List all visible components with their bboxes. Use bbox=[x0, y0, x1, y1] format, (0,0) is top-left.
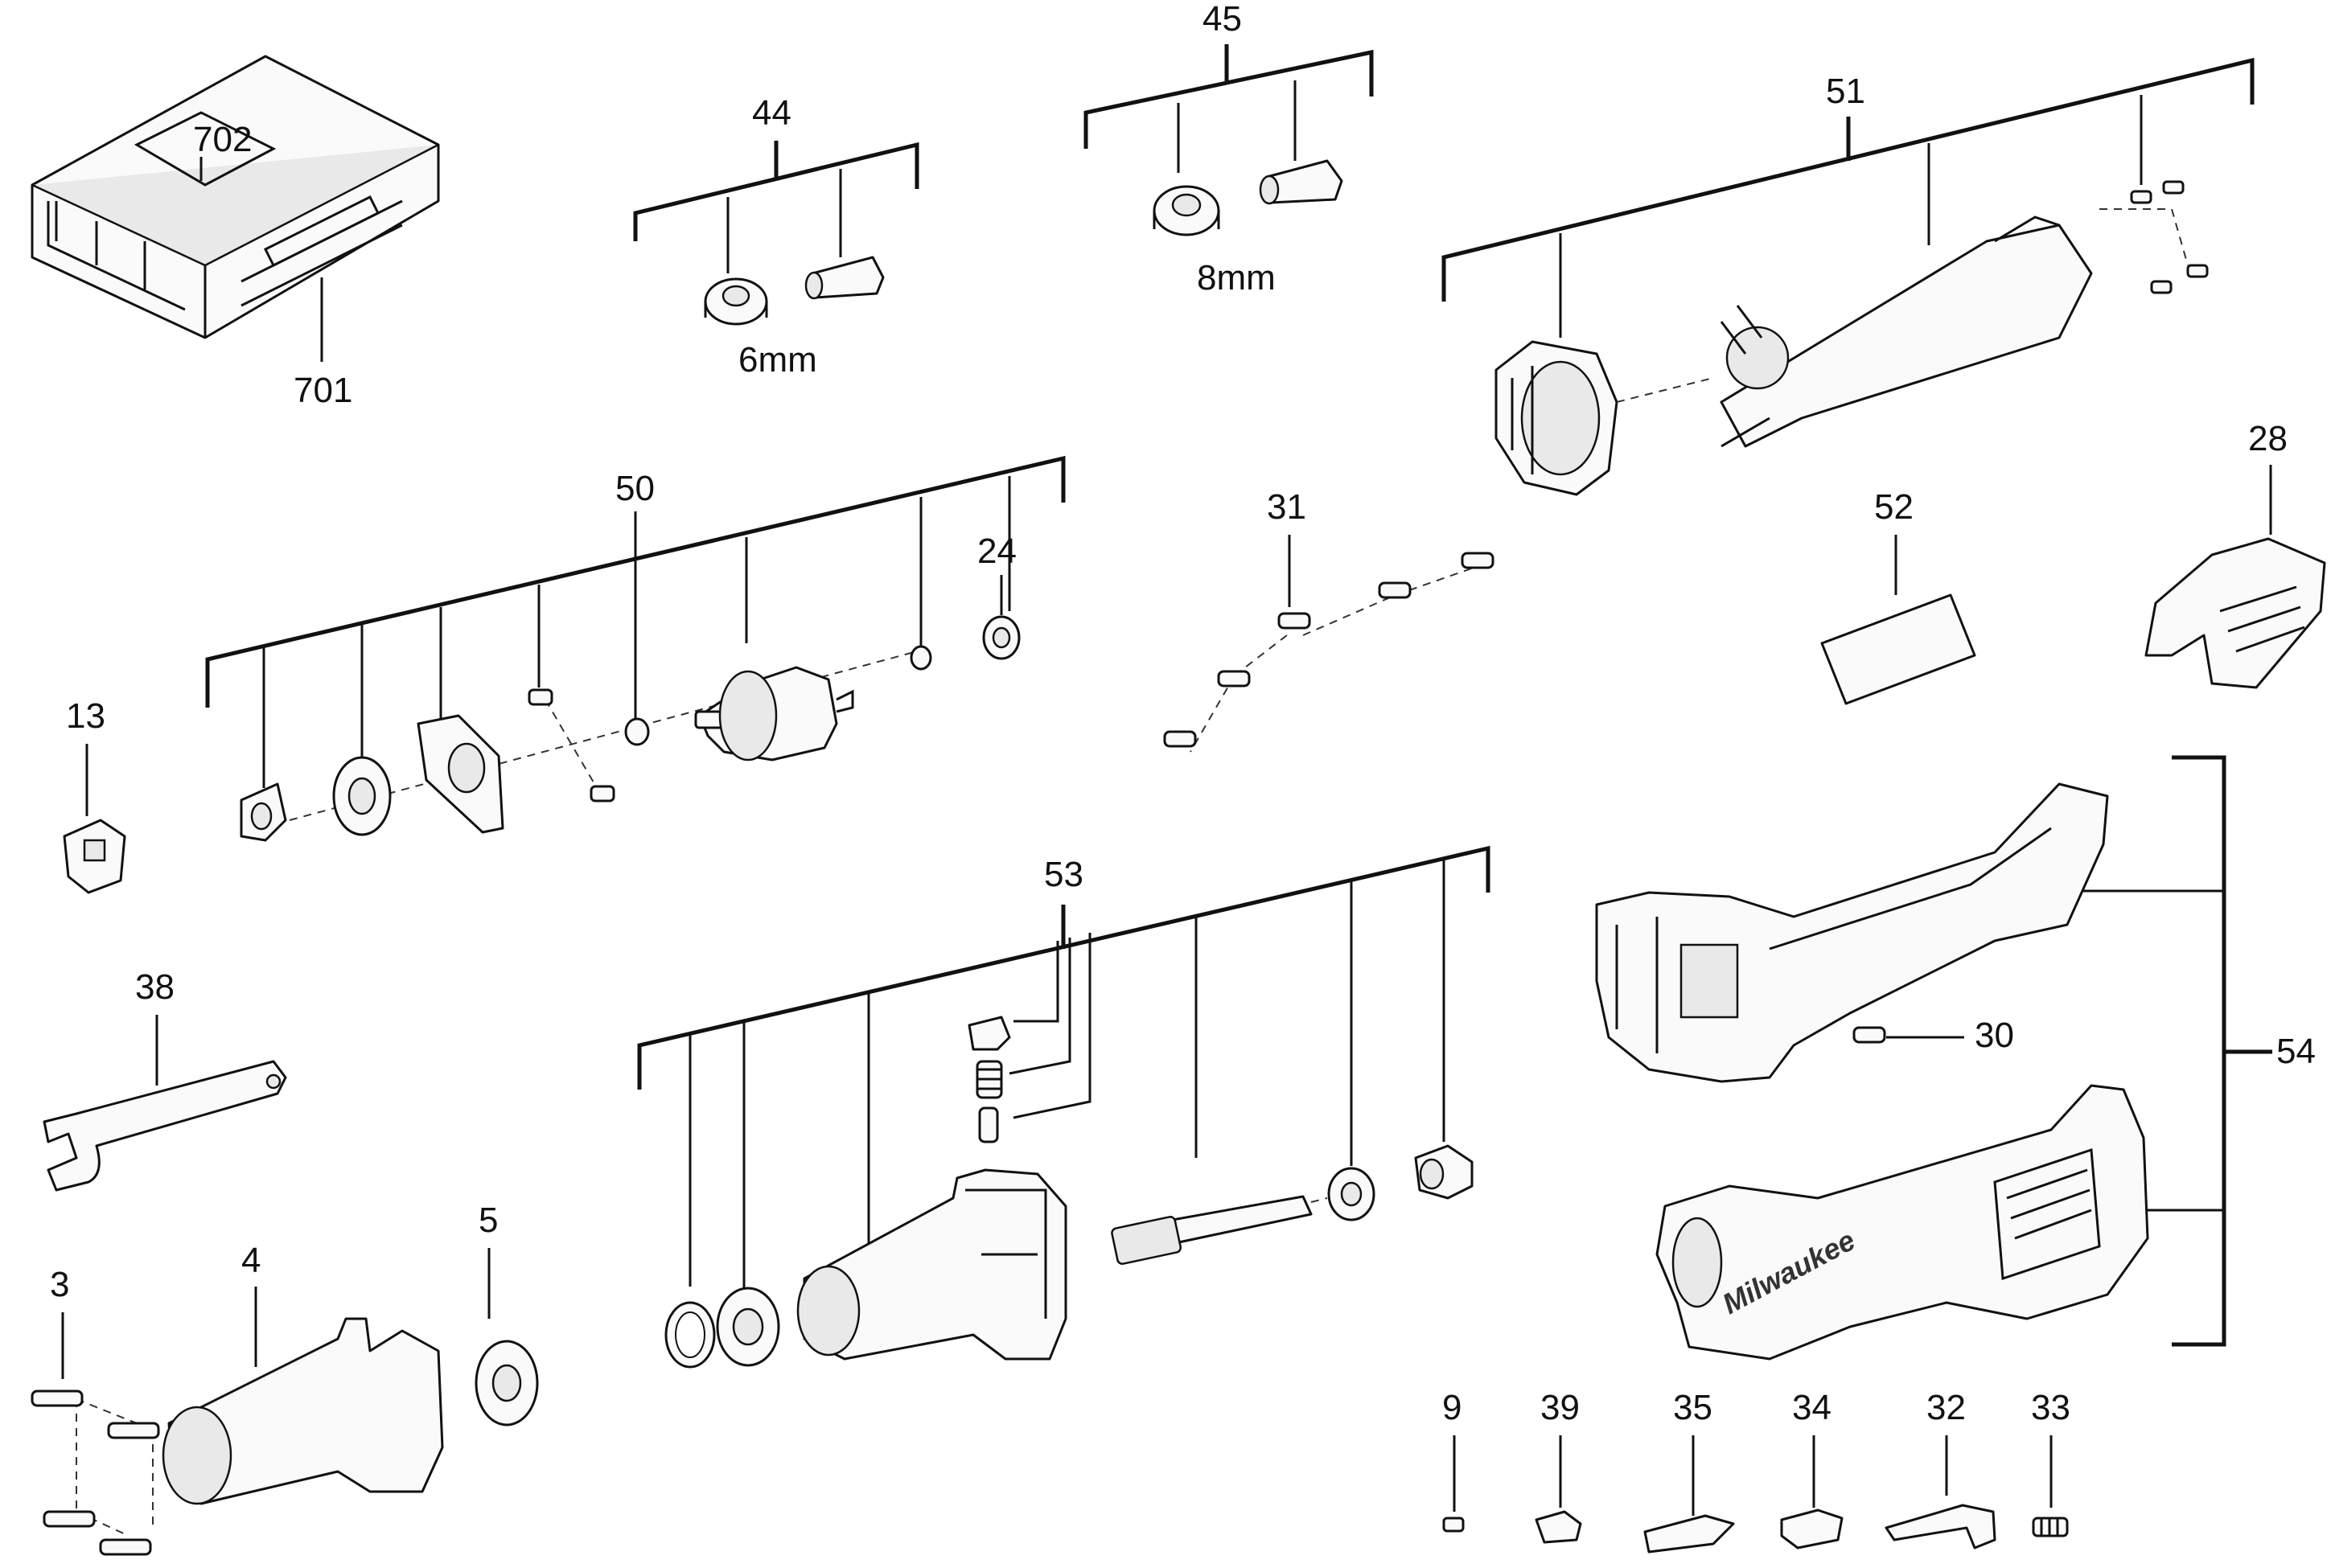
armature bbox=[694, 666, 854, 761]
screw-3b bbox=[107, 1422, 160, 1439]
label-701: 701 bbox=[294, 371, 352, 410]
gear-cover bbox=[162, 1317, 444, 1505]
spring-33 bbox=[2032, 1517, 2069, 1537]
carry-case bbox=[31, 55, 440, 339]
label-3: 3 bbox=[50, 1265, 69, 1304]
bearing-24 bbox=[982, 615, 1021, 660]
part-35 bbox=[1643, 1514, 1735, 1554]
bearing-spindle bbox=[1327, 1167, 1375, 1221]
label-32: 32 bbox=[1926, 1388, 1966, 1427]
label-51: 51 bbox=[1826, 72, 1865, 111]
seal-5 bbox=[475, 1340, 539, 1426]
lock-button bbox=[968, 1016, 1011, 1051]
electronics-module bbox=[1720, 215, 2093, 448]
bevel-gear bbox=[1414, 1144, 1474, 1200]
retaining-ring bbox=[664, 1301, 716, 1369]
label-53: 53 bbox=[1044, 855, 1083, 894]
part-39 bbox=[1535, 1510, 1582, 1544]
label-52: 52 bbox=[1874, 487, 1914, 527]
pin-53 bbox=[978, 1106, 999, 1143]
label-30: 30 bbox=[1975, 1016, 2014, 1055]
label-38: 38 bbox=[135, 967, 175, 1007]
nameplate-label bbox=[1820, 593, 1976, 705]
screw-51a bbox=[2130, 190, 2152, 204]
screw-31b bbox=[1378, 581, 1412, 599]
label-33: 33 bbox=[2031, 1388, 2070, 1427]
label-4: 4 bbox=[241, 1241, 261, 1280]
label-54: 54 bbox=[2276, 1032, 2316, 1071]
wrench bbox=[43, 1060, 287, 1192]
spring-53 bbox=[976, 1060, 1003, 1099]
screw-50a bbox=[528, 688, 553, 706]
spindle-lock bbox=[63, 819, 126, 894]
label-6mm: 6mm bbox=[738, 340, 817, 380]
fan-nut bbox=[240, 782, 287, 842]
part-9 bbox=[1442, 1517, 1465, 1533]
screw-31d bbox=[1217, 670, 1251, 688]
nut-8mm bbox=[1153, 185, 1220, 236]
screw-31a bbox=[1277, 612, 1311, 630]
screw-3a bbox=[31, 1389, 84, 1407]
nut-6mm bbox=[704, 277, 768, 326]
screw-31c bbox=[1461, 552, 1494, 569]
battery-cover bbox=[2144, 537, 2326, 689]
spindle bbox=[1111, 1195, 1313, 1265]
collet-6mm bbox=[804, 256, 885, 300]
label-44: 44 bbox=[752, 93, 791, 133]
label-5: 5 bbox=[479, 1201, 498, 1240]
label-24: 24 bbox=[977, 532, 1017, 571]
label-39: 39 bbox=[1540, 1388, 1580, 1427]
housing-half-outer: Milwaukee bbox=[1655, 1084, 2149, 1361]
label-31: 31 bbox=[1267, 487, 1306, 527]
bearing-plate bbox=[417, 714, 504, 834]
label-45: 45 bbox=[1202, 0, 1242, 39]
label-702: 702 bbox=[193, 120, 252, 159]
screw-31e bbox=[1163, 730, 1197, 748]
part-34 bbox=[1780, 1508, 1844, 1550]
washer-50 bbox=[910, 645, 932, 671]
label-50: 50 bbox=[615, 469, 655, 508]
screw-51b bbox=[2162, 180, 2185, 195]
label-34: 34 bbox=[1792, 1388, 1832, 1427]
bearing-front bbox=[332, 756, 392, 836]
label-35: 35 bbox=[1673, 1388, 1712, 1427]
screw-50b bbox=[590, 785, 615, 802]
stator bbox=[1494, 340, 1618, 496]
screw-30 bbox=[1852, 1026, 1886, 1044]
part-32 bbox=[1885, 1504, 1996, 1550]
gear-housing bbox=[796, 1168, 1067, 1361]
screw-51d bbox=[2186, 264, 2209, 278]
label-13: 13 bbox=[66, 696, 105, 736]
screw-51c bbox=[2150, 280, 2173, 294]
housing-half-inner bbox=[1595, 782, 2109, 1083]
collet-8mm bbox=[1259, 159, 1343, 205]
label-28: 28 bbox=[2248, 419, 2288, 458]
label-8mm: 8mm bbox=[1197, 258, 1276, 298]
screw-3d bbox=[99, 1538, 152, 1556]
bearing-53 bbox=[716, 1287, 780, 1367]
screw-3c bbox=[43, 1510, 96, 1528]
o-ring-50 bbox=[624, 717, 650, 746]
label-9: 9 bbox=[1442, 1388, 1462, 1427]
